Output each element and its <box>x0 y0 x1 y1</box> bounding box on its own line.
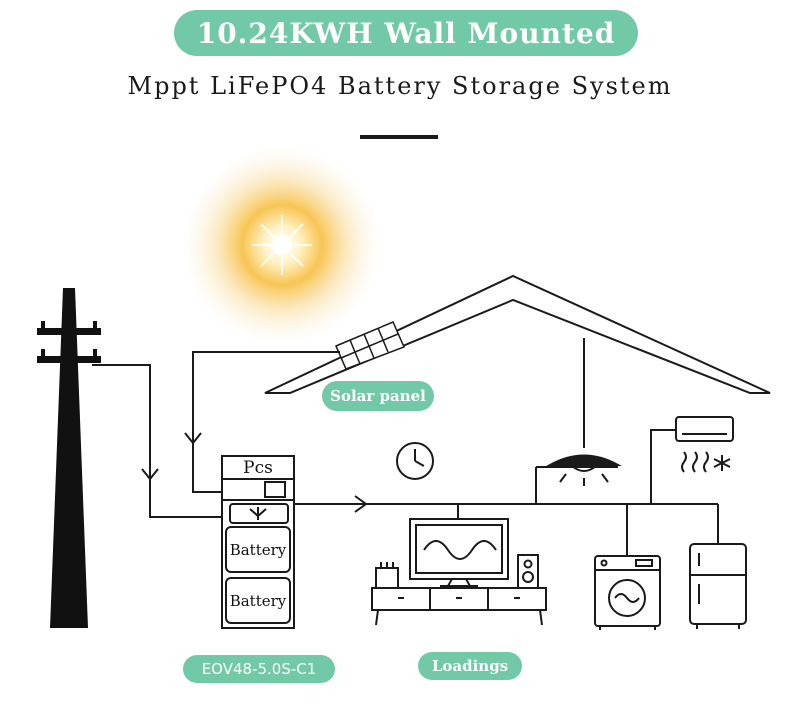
sun-icon <box>182 145 382 345</box>
solar-panel-icon <box>335 321 406 370</box>
ceiling-lamp-icon <box>546 454 622 486</box>
model-label: EOV48-5.0S-C1 <box>183 655 335 683</box>
roof <box>264 274 771 394</box>
television-icon <box>409 518 509 587</box>
fridge-icon <box>689 543 747 629</box>
solar-wiring <box>184 351 340 493</box>
solar-panel-label: Solar panel <box>322 381 434 411</box>
battery-module-label-1: Battery <box>230 541 287 559</box>
pcs-label: Pcs <box>243 458 273 478</box>
grid-wiring <box>92 364 222 518</box>
loadings-label: Loadings <box>418 652 522 680</box>
washing-machine-icon <box>594 555 661 630</box>
utility-pole-icon <box>37 288 101 628</box>
title-divider <box>360 135 438 139</box>
page-title: 10.24KWH Wall Mounted <box>174 10 638 56</box>
air-conditioner-icon <box>675 416 734 473</box>
tv-cabinet-icon <box>371 554 547 626</box>
main-bus <box>222 338 719 556</box>
page-subtitle: Mppt LiFePO4 Battery Storage System <box>127 72 673 100</box>
clock-icon <box>396 442 434 480</box>
battery-module-label-2: Battery <box>230 592 287 610</box>
battery-stack: Pcs Battery Battery <box>221 455 295 629</box>
